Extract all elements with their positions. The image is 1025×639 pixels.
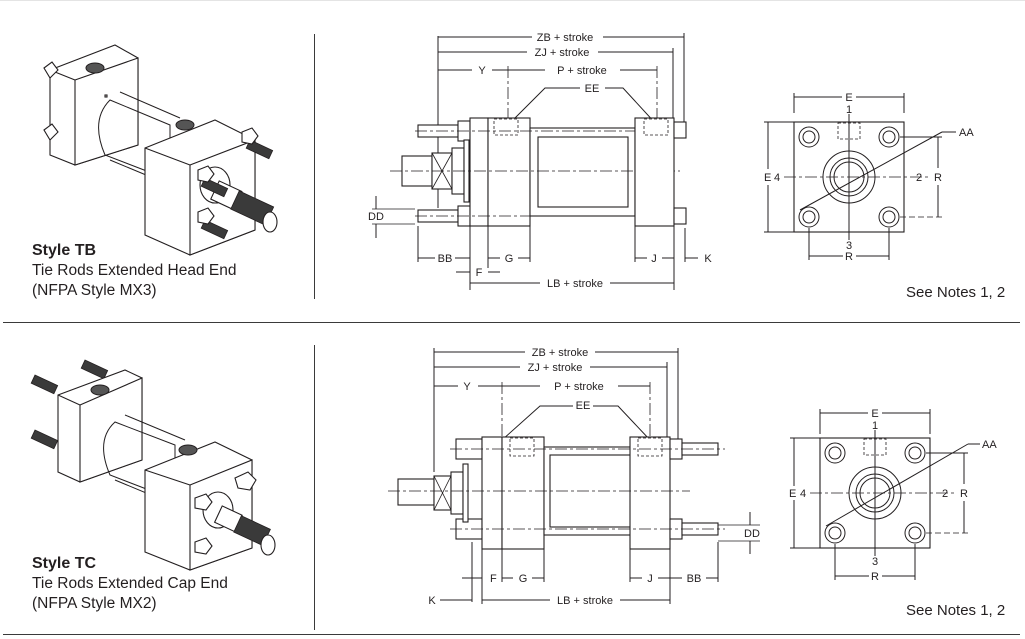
- dim-label-k: K: [428, 595, 436, 607]
- style-title: Style TB: [32, 242, 97, 259]
- end-view-drawing-tc: E 1 E 4 2 3 AA R R: [789, 408, 997, 583]
- dim-label-ee: EE: [576, 400, 591, 412]
- style-caption-tb: Style TB Tie Rods Extended Head End (NFP…: [32, 241, 237, 301]
- dim-label-g: G: [519, 573, 528, 585]
- dim-label-y: Y: [463, 381, 471, 393]
- dim-label-j: J: [647, 573, 653, 585]
- side-view-drawing-tc: ZB + stroke ZJ + stroke Y P + stroke EE …: [388, 347, 760, 607]
- style-title: Style TC: [32, 555, 97, 572]
- dim-label-f: F: [490, 573, 497, 585]
- dim-label-e-top: E: [845, 92, 852, 104]
- dim-label-aa: AA: [982, 439, 997, 451]
- port-icon: [178, 444, 198, 456]
- side-view-drawing-tb: ZB + stroke ZJ + stroke Y P + stroke EE …: [368, 32, 712, 290]
- nfpa-designation: (NFPA Style MX2): [32, 595, 157, 612]
- dim-label-ee: EE: [585, 83, 600, 95]
- dim-label-r-right: R: [960, 488, 968, 500]
- position-label-3: 3: [846, 240, 852, 252]
- cylinder-iso-illustration-tc: [30, 359, 276, 571]
- vertical-divider: [314, 345, 315, 630]
- port-icon: [90, 384, 110, 396]
- dim-label-zb: ZB + stroke: [537, 32, 594, 44]
- dim-label-r-right: R: [934, 172, 942, 184]
- vertical-divider: [314, 34, 315, 299]
- tie-rod-nut-icon: [878, 206, 900, 228]
- position-label-1: 1: [872, 420, 878, 432]
- style-description: Tie Rods Extended Head End: [32, 262, 237, 279]
- style-description: Tie Rods Extended Cap End: [32, 575, 228, 592]
- section-divider: [3, 322, 1020, 323]
- dim-label-e-left: E: [789, 488, 796, 500]
- notes-reference: See Notes 1, 2: [906, 284, 1006, 301]
- dim-label-e-left: E: [764, 172, 771, 184]
- top-border: [0, 0, 1025, 1]
- tie-rod-nut-icon: [798, 126, 820, 148]
- dim-label-lb: LB + stroke: [557, 595, 613, 607]
- dim-label-f: F: [476, 267, 483, 279]
- port-icon: [85, 62, 105, 74]
- dim-label-j: J: [651, 253, 657, 265]
- tie-rod-nut-icon: [878, 126, 900, 148]
- dim-label-k: K: [704, 253, 712, 265]
- dim-label-aa: AA: [959, 127, 974, 139]
- dim-label-lb: LB + stroke: [547, 278, 603, 290]
- nfpa-designation: (NFPA Style MX3): [32, 282, 157, 299]
- port-icon: [175, 119, 195, 131]
- section-divider: [3, 634, 1020, 635]
- dim-label-r-bottom: R: [871, 571, 879, 583]
- cylinder-iso-illustration-tb: [43, 44, 278, 256]
- tie-rod-nut-icon: [824, 442, 846, 464]
- dim-label-zj: ZJ + stroke: [528, 362, 583, 374]
- end-view-drawing-tb: E 1 E 4 2 3 AA R R: [764, 92, 974, 263]
- dim-label-p: P + stroke: [557, 65, 607, 77]
- tie-rod-nut-icon: [824, 522, 846, 544]
- tie-rod-nut-icon: [798, 206, 820, 228]
- dim-label-zb: ZB + stroke: [532, 347, 589, 359]
- dim-label-g: G: [505, 253, 514, 265]
- dim-label-zj: ZJ + stroke: [535, 47, 590, 59]
- dim-label-y: Y: [478, 65, 486, 77]
- position-label-3: 3: [872, 556, 878, 568]
- tie-rod-nut-icon: [904, 442, 926, 464]
- tie-rod-nut-icon: [904, 522, 926, 544]
- position-label-2: 2: [942, 488, 948, 500]
- style-caption-tc: Style TC Tie Rods Extended Cap End (NFPA…: [32, 554, 228, 614]
- dim-label-r-bottom: R: [845, 251, 853, 263]
- dim-label-bb: BB: [438, 253, 453, 265]
- dim-label-p: P + stroke: [554, 381, 604, 393]
- notes-reference: See Notes 1, 2: [906, 602, 1006, 619]
- dim-label-bb: BB: [687, 573, 702, 585]
- dim-label-e-top: E: [871, 408, 878, 420]
- position-label-4: 4: [774, 172, 780, 184]
- position-label-1: 1: [846, 104, 852, 116]
- position-label-4: 4: [800, 488, 806, 500]
- position-label-2: 2: [916, 172, 922, 184]
- dim-label-dd: DD: [744, 528, 760, 540]
- dim-label-dd: DD: [368, 211, 384, 223]
